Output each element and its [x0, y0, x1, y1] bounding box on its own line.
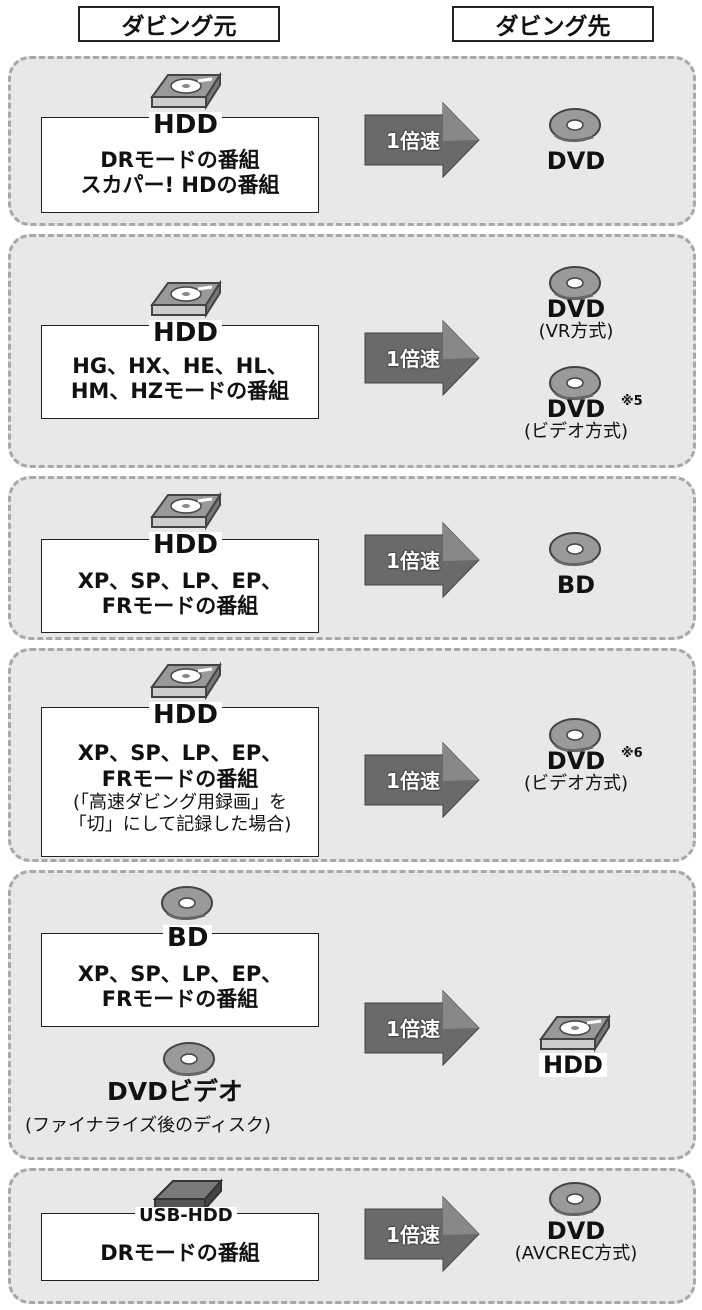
dest-item: DVD (ビデオ方式) — [506, 749, 646, 795]
dest-item: DVD (VR方式) — [511, 297, 641, 343]
disc-icon — [160, 885, 214, 921]
source-media-label: HDD — [149, 532, 222, 558]
disc-icon — [162, 1041, 216, 1077]
extra-media-note: (ファイナライズ後のディスク) — [25, 1115, 271, 1136]
source-media-label: HDD — [149, 702, 222, 728]
hdd-icon — [150, 281, 222, 317]
source-modes: XP、SP、LP、EP、 FRモードの番組 — [77, 741, 283, 791]
dest-item: DVD (AVCREC方式) — [496, 1219, 656, 1265]
speed-arrow: 1倍速 — [363, 101, 481, 179]
dest-label: DVD — [546, 295, 606, 323]
row-panel-2: HG、HX、HE、HL、 HM、HZモードの番組 HDD 1倍速 DVD (VR… — [8, 234, 696, 468]
dest-label: DVD — [546, 1217, 606, 1245]
source-modes: DRモードの番組 — [100, 1241, 260, 1266]
dest-item: BD — [531, 573, 621, 597]
dest-label: HDD — [539, 1053, 607, 1077]
row-panel-3: XP、SP、LP、EP、 FRモードの番組 HDD 1倍速 BD — [8, 476, 696, 640]
speed-label: 1倍速 — [386, 347, 440, 371]
source-modes: HG、HX、HE、HL、 HM、HZモードの番組 — [70, 353, 290, 403]
source-media-label: HDD — [149, 320, 222, 346]
dest-label: DVD — [546, 147, 606, 175]
speed-label: 1倍速 — [386, 549, 440, 573]
speed-arrow: 1倍速 — [363, 521, 481, 599]
disc-icon — [548, 531, 602, 567]
speed-arrow: 1倍速 — [363, 1195, 481, 1273]
dest-header: ダビング先 — [452, 6, 654, 42]
usb-hdd-icon — [152, 1178, 224, 1211]
hdd-icon — [150, 73, 222, 109]
extra-media-label: DVDビデオ — [107, 1077, 243, 1106]
dest-item: DVD (ビデオ方式) — [506, 397, 646, 443]
source-modes: XP、SP、LP、EP、 FRモードの番組 — [77, 961, 283, 1011]
dest-item: DVD — [531, 149, 621, 173]
hdd-icon — [150, 493, 222, 529]
speed-arrow: 1倍速 — [363, 989, 481, 1067]
row-panel-1: DRモードの番組 スカパー! HDの番組 HDD 1倍速 DVD — [8, 56, 696, 226]
source-header: ダビング元 — [78, 6, 280, 42]
dest-sub: (VR方式) — [538, 321, 614, 342]
dest-sub: (AVCREC方式) — [514, 1243, 638, 1264]
dest-sub: (ビデオ方式) — [523, 773, 629, 794]
source-modes: DRモードの番組 スカパー! HDの番組 — [80, 147, 280, 197]
row-panel-4: XP、SP、LP、EP、 FRモードの番組 (「高速ダビング用録画」を 「切」に… — [8, 648, 696, 862]
footnote-mark: ※6 — [621, 746, 643, 761]
source-media-label: USB-HDD — [135, 1207, 237, 1225]
speed-arrow: 1倍速 — [363, 741, 481, 819]
row-panel-5: XP、SP、LP、EP、 FRモードの番組 BD DVDビデオ (ファイナライズ… — [8, 870, 696, 1160]
dest-label: DVD — [546, 747, 606, 775]
hdd-icon — [150, 663, 222, 699]
dest-sub: (ビデオ方式) — [523, 421, 629, 442]
source-box: XP、SP、LP、EP、 FRモードの番組 (「高速ダビング用録画」を 「切」に… — [41, 707, 319, 857]
speed-label: 1倍速 — [386, 129, 440, 153]
hdd-icon — [539, 1015, 611, 1051]
disc-icon — [548, 1181, 602, 1217]
speed-arrow: 1倍速 — [363, 319, 481, 397]
source-media-label: BD — [163, 925, 213, 951]
speed-label: 1倍速 — [386, 1017, 440, 1041]
source-modes: XP、SP、LP、EP、 FRモードの番組 — [77, 568, 283, 618]
source-media-label: HDD — [149, 112, 222, 138]
speed-label: 1倍速 — [386, 1223, 440, 1247]
row-panel-6: DRモードの番組 USB-HDD 1倍速 DVD (AVCREC方式) — [8, 1168, 696, 1304]
dest-label: DVD — [546, 395, 606, 423]
disc-icon — [548, 107, 602, 143]
speed-label: 1倍速 — [386, 769, 440, 793]
dest-label: BD — [556, 571, 596, 599]
source-note: (「高速ダビング用録画」を 「切」にして記録した場合) — [68, 791, 292, 836]
footnote-mark: ※5 — [621, 394, 643, 409]
